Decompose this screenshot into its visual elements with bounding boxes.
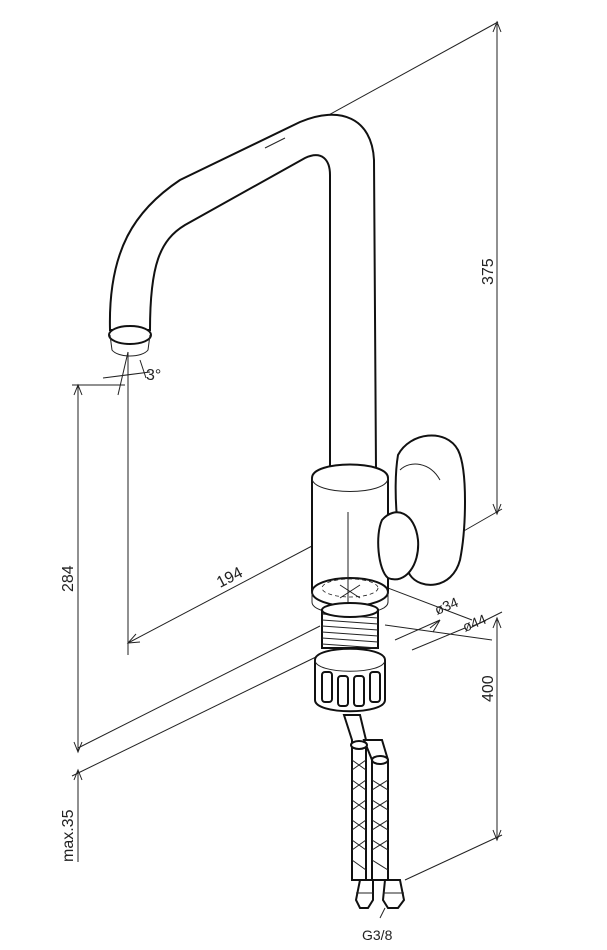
hose-fittings [354, 879, 406, 919]
spout-tip [108, 325, 152, 345]
extension-line-mid [461, 508, 503, 533]
label-194: 194 [214, 564, 246, 591]
label-284: 284 [60, 565, 77, 592]
spout [108, 113, 378, 471]
label-400: 400 [480, 675, 497, 702]
flex-hoses [342, 714, 389, 881]
label-max35: max.35 [60, 809, 77, 862]
nut-teeth [321, 671, 381, 707]
leader-d44 [384, 624, 493, 641]
label-3deg: 3° [146, 367, 161, 384]
label-375: 375 [480, 258, 497, 285]
faucet-body [311, 463, 389, 591]
lever-cap [377, 511, 420, 581]
extension-line-base [77, 625, 321, 749]
label-g38: G3/8 [362, 927, 393, 943]
leader-d34 [379, 584, 473, 621]
label-d44: ø44 [460, 611, 489, 635]
